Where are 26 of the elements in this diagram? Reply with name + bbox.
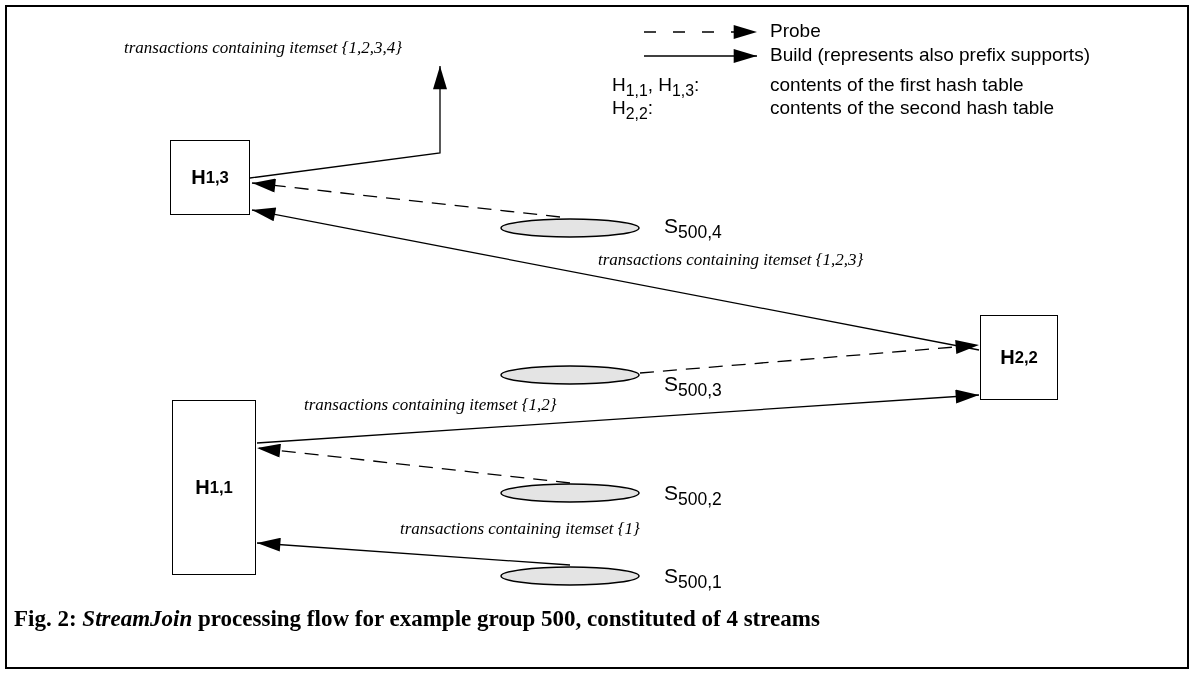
stream-ellipse xyxy=(500,483,640,503)
stream-label: S$_{500,1}$ xyxy=(664,564,722,594)
arrow xyxy=(639,339,980,374)
stream-label: S$_{500,3}$ xyxy=(664,372,722,402)
edge-label: transactions containing itemset {1,2,3} xyxy=(596,250,866,270)
stream-label: S$_{500,4}$ xyxy=(664,214,722,244)
arrow xyxy=(251,207,980,351)
note-text: contents of the first hash table xyxy=(770,74,1024,96)
stream-ellipse xyxy=(500,218,640,238)
arrow xyxy=(256,443,571,484)
arrow xyxy=(251,178,561,218)
symbol-label: H$_{2,2}$: xyxy=(612,97,654,123)
stream-ellipse xyxy=(500,365,640,385)
stream-label: S$_{500,2}$ xyxy=(664,481,722,511)
edge-label: transactions containing itemset {1,2} xyxy=(302,395,559,415)
legend-text: Probe xyxy=(770,20,821,42)
edge-label: transactions containing itemset {1} xyxy=(398,519,642,539)
annotation-text: transactions containing itemset {1,2,3,4} xyxy=(124,38,403,58)
arrow xyxy=(256,537,571,566)
arrow xyxy=(256,389,980,444)
arrow xyxy=(249,65,447,179)
note-text: contents of the second hash table xyxy=(770,97,1055,119)
figure-caption: Fig. 2: StreamJoin processing flow for example group 500, constituted of 4 streams xyxy=(14,606,820,632)
symbol-label: H$_{1,1}$, H$_{1,3}$: xyxy=(612,74,700,100)
legend-text: Build (represents also prefix supports) xyxy=(770,44,1090,66)
stream-ellipse xyxy=(500,566,640,586)
